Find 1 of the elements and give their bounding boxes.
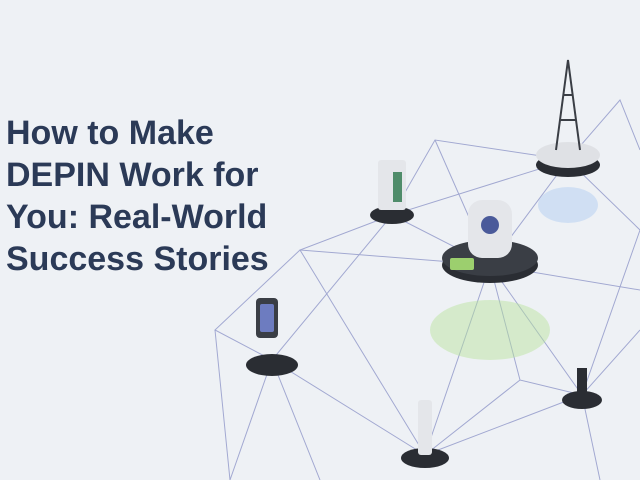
title: How to Make DEPIN Work for You: Real-World Success Stories bbox=[6, 113, 270, 280]
